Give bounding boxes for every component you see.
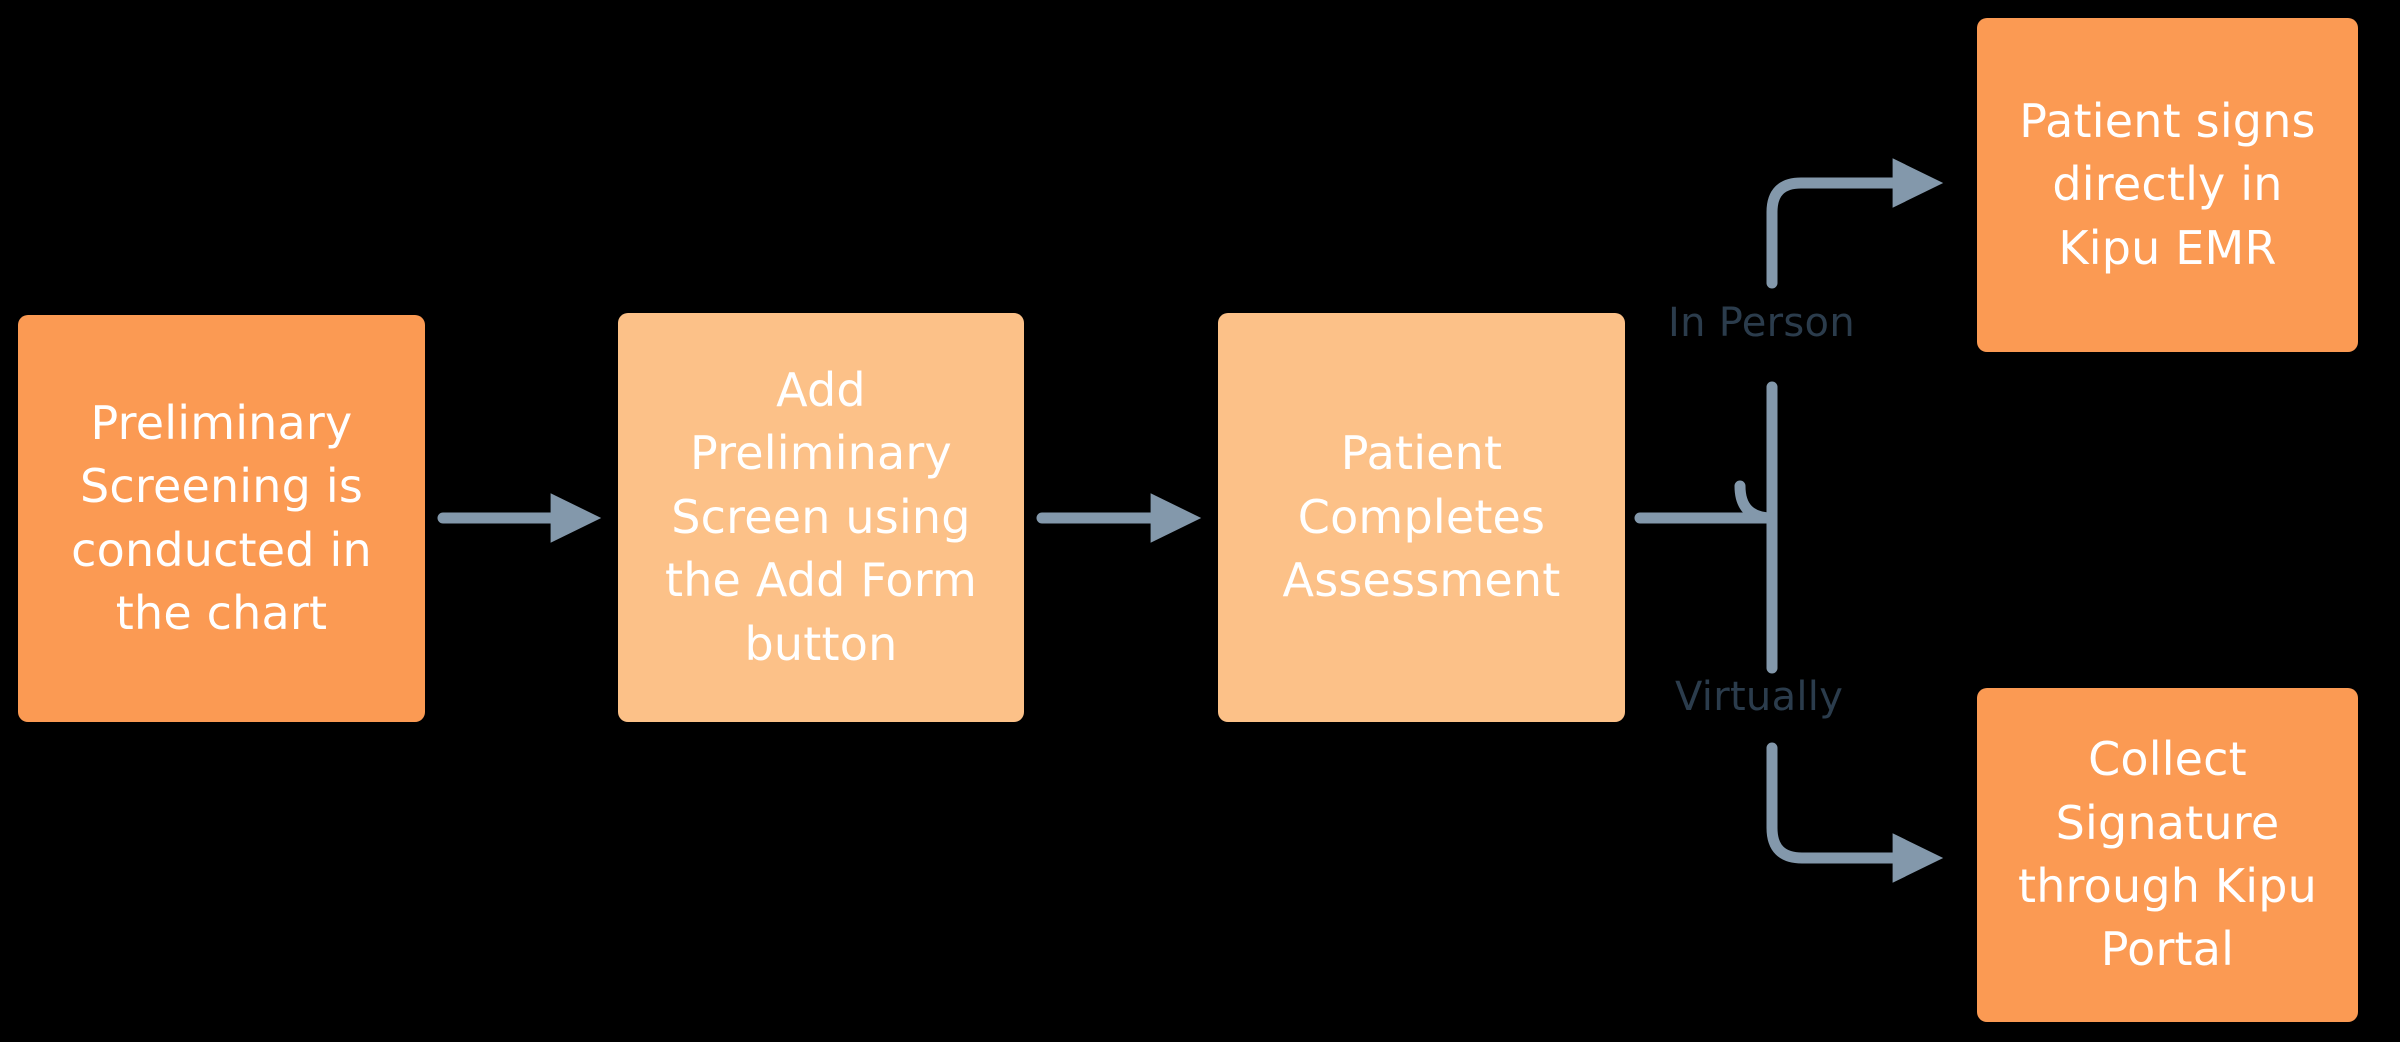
- node-collect-signature-kipu-portal[interactable]: Collect Signature through Kipu Portal: [1977, 688, 2358, 1022]
- node-patient-completes-assessment[interactable]: Patient Completes Assessment: [1218, 313, 1625, 722]
- node-add-preliminary-screen[interactable]: Add Preliminary Screen using the Add For…: [618, 313, 1024, 722]
- node-label: Patient Completes Assessment: [1282, 426, 1561, 608]
- edge-label-virtually: Virtually: [1675, 674, 1844, 720]
- node-preliminary-screening[interactable]: Preliminary Screening is conducted in th…: [18, 315, 425, 722]
- edge-in-person: [1734, 158, 1944, 524]
- node-label: Patient signs directly in Kipu EMR: [2019, 93, 2316, 275]
- node-label: Add Preliminary Screen using the Add For…: [664, 362, 978, 671]
- node-label: Collect Signature through Kipu Portal: [2017, 732, 2318, 977]
- node-label: Preliminary Screening is conducted in th…: [71, 395, 372, 640]
- node-patient-signs-kipu-emr[interactable]: Patient signs directly in Kipu EMR: [1977, 18, 2358, 352]
- edge-label-in-person: In Person: [1668, 300, 1855, 346]
